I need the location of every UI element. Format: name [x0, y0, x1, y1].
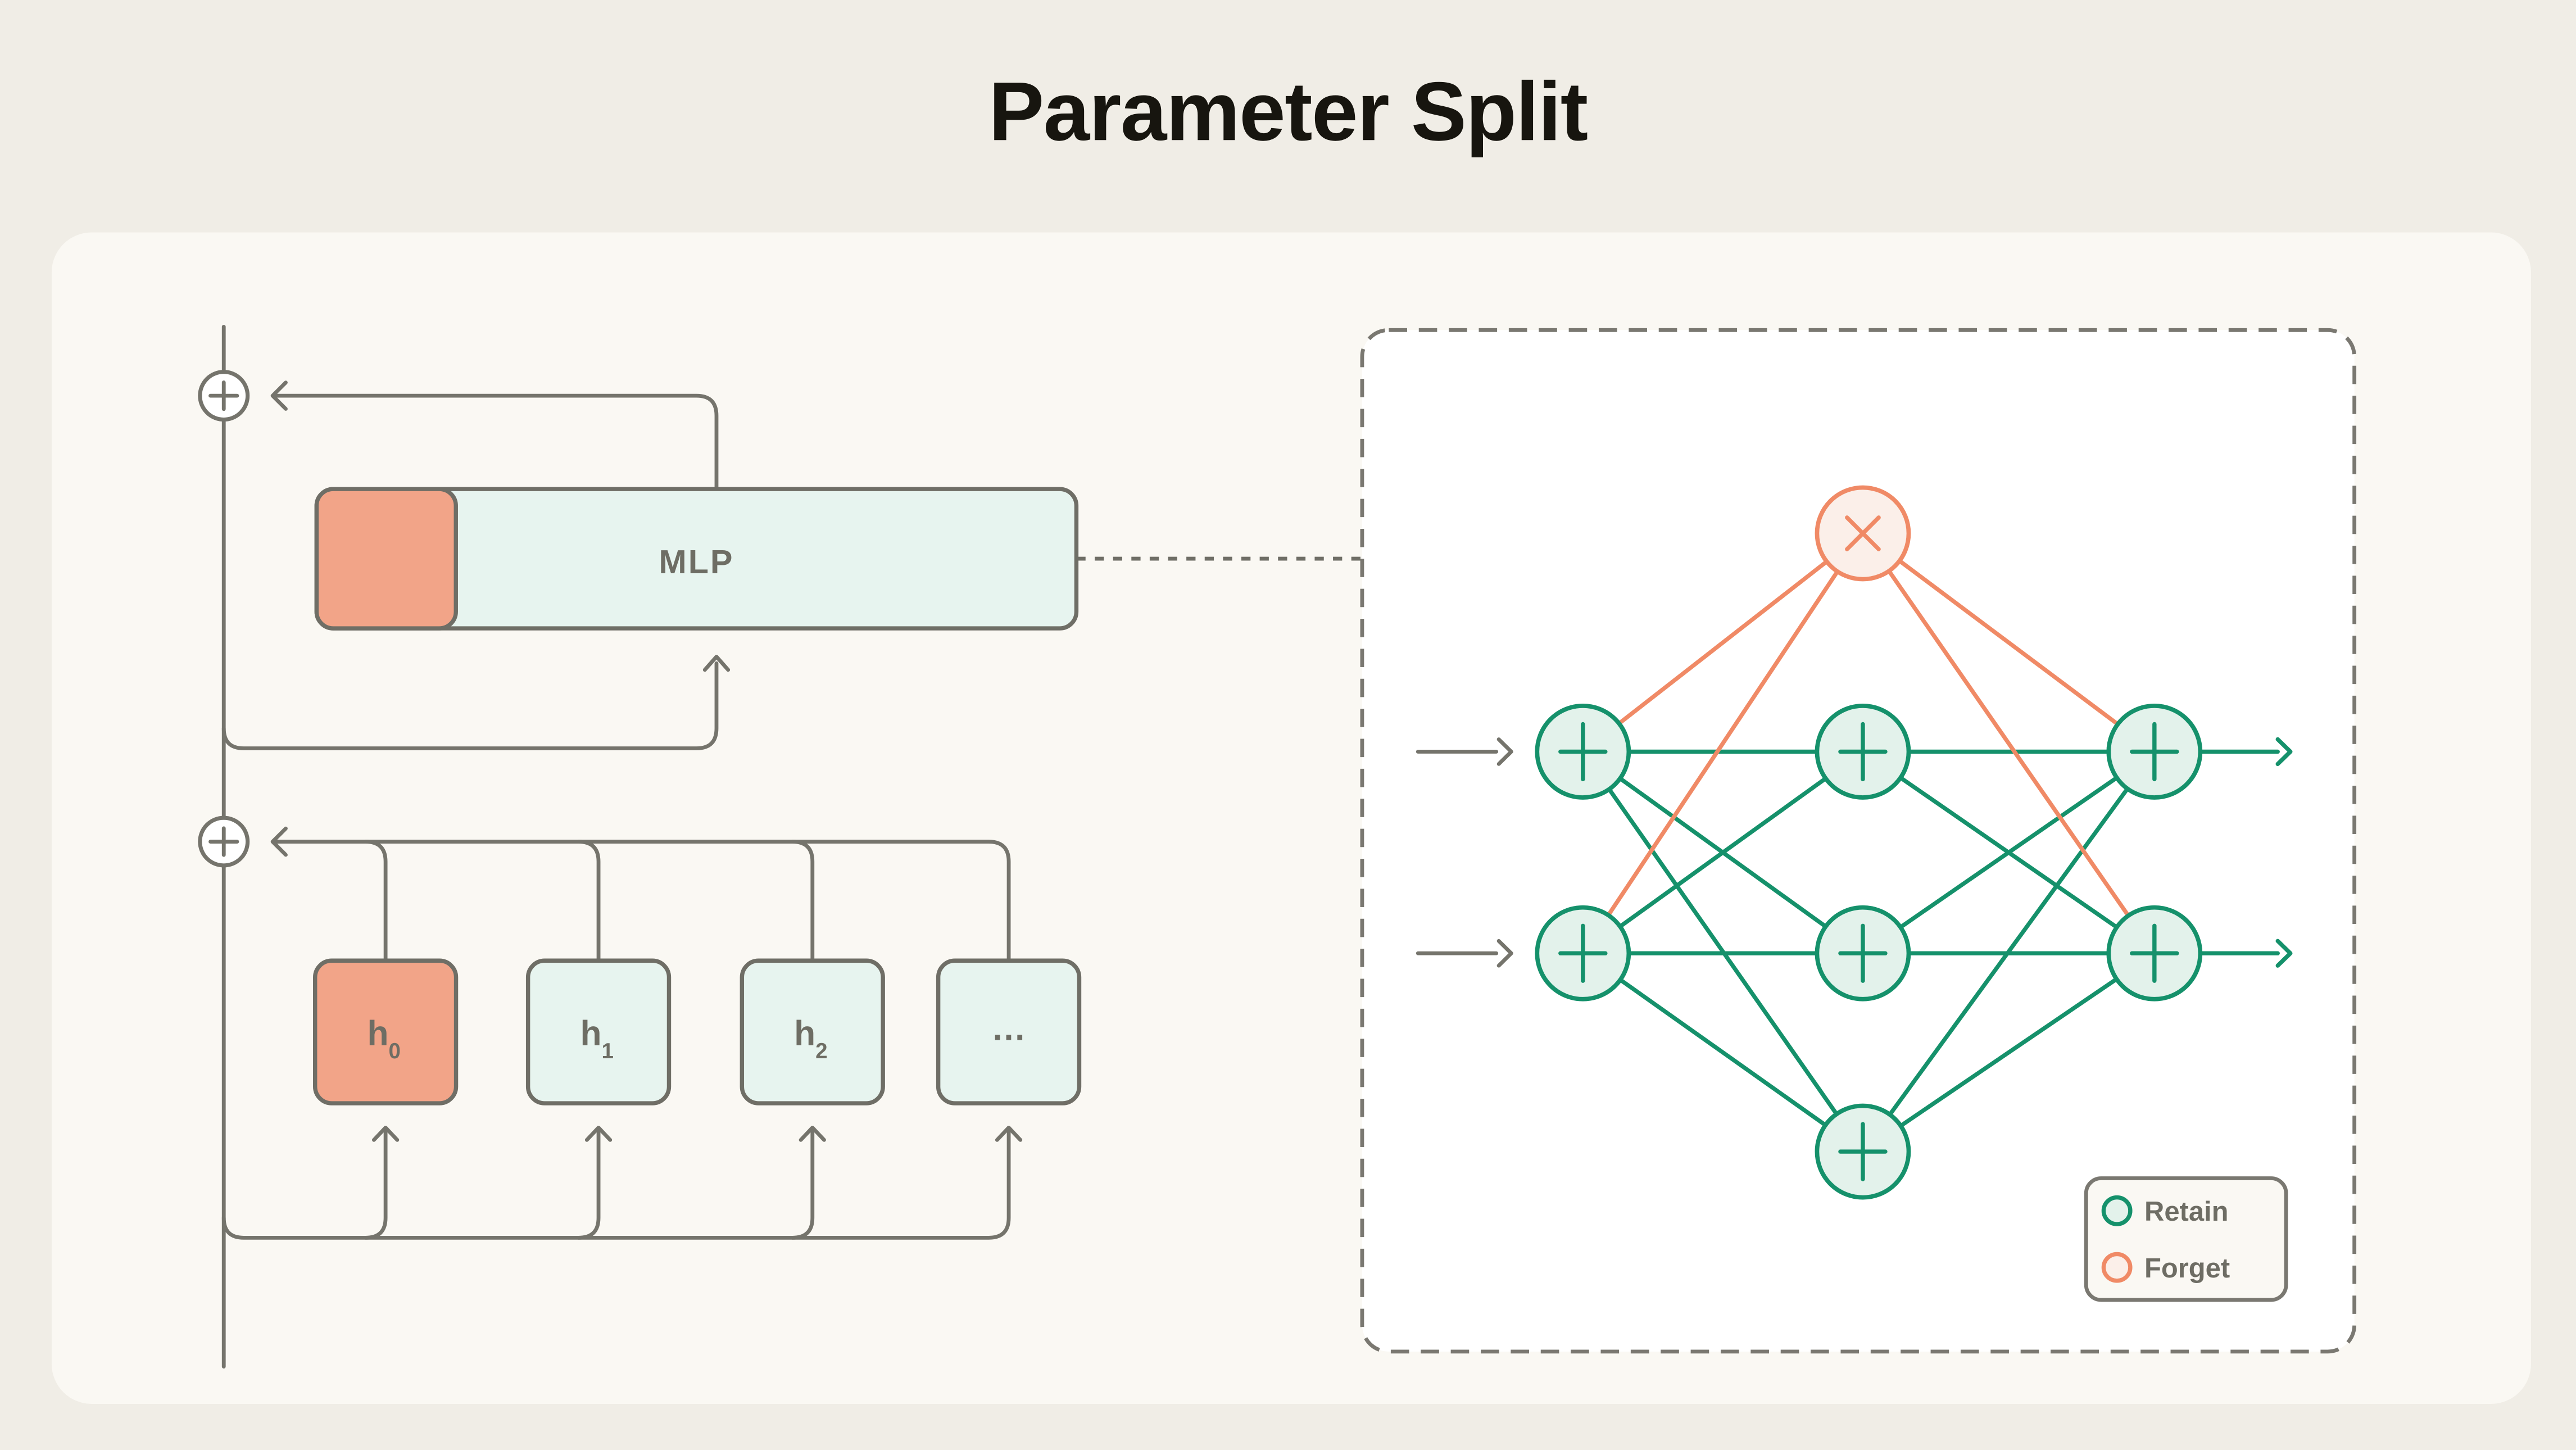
hidden-output-bus — [274, 840, 1011, 963]
hidden-input-branch — [790, 1130, 815, 1240]
plus-circle-icon — [198, 815, 250, 868]
h1-block — [525, 958, 672, 1105]
plus-icon — [2130, 923, 2179, 983]
mlp-block: MLP — [314, 487, 1079, 631]
retain-node — [1815, 704, 1911, 800]
hidden-input-bus — [221, 1130, 1011, 1240]
input-arrows — [1416, 737, 1513, 968]
arrow-up-icon — [995, 1125, 1023, 1142]
hidden-output-branch — [577, 840, 601, 963]
arrow-left-icon — [270, 826, 288, 857]
arrow-right-icon — [2275, 737, 2293, 767]
legend: Retain Forget — [2084, 1176, 2288, 1302]
arrow-right-icon — [1496, 939, 1513, 968]
multiply-icon — [1845, 515, 1881, 551]
retain-edges — [1581, 737, 2293, 1154]
retain-node — [1535, 905, 1631, 1002]
retain-node — [1815, 1103, 1911, 1200]
retain-nodes — [1535, 704, 2203, 1200]
hidden-input-branch — [364, 1130, 388, 1240]
hidden-state-blocks: h0 h1 h2 … — [312, 958, 1082, 1105]
forget-edges — [1581, 531, 2157, 955]
arrow-up-icon — [702, 655, 731, 672]
ellipsis-label: … — [991, 1009, 1026, 1048]
plus-icon — [1558, 923, 1608, 983]
h2-block — [740, 958, 885, 1105]
forget-node — [1815, 485, 1911, 582]
arrow-right-icon — [1496, 737, 1513, 766]
legend-box — [2084, 1176, 2288, 1302]
h0-label: h0 — [368, 1014, 401, 1063]
hidden-output-branch — [364, 840, 388, 963]
retain-node — [1815, 905, 1911, 1002]
ellipsis-block — [936, 958, 1082, 1105]
residual-stream-diagram: MLP h0 h1 h2 … — [198, 324, 1082, 1369]
retain-node — [2106, 905, 2203, 1002]
retain-node — [1535, 704, 1631, 800]
page-title: Parameter Split — [988, 65, 1588, 158]
forget-legend-label: Forget — [2144, 1253, 2230, 1284]
arrow-right-icon — [2275, 939, 2293, 968]
plus-circle-icon — [198, 370, 250, 422]
mlp-label: MLP — [659, 543, 734, 581]
arrow-up-icon — [371, 1125, 400, 1142]
retain-node — [2106, 704, 2203, 800]
plus-icon — [1558, 722, 1608, 782]
retain-legend-icon — [2101, 1195, 2133, 1226]
arrow-up-icon — [584, 1125, 613, 1142]
hidden-output-branch — [790, 840, 815, 963]
mlp-output-path — [274, 393, 719, 491]
plus-icon — [1838, 1122, 1888, 1181]
h1-label: h1 — [580, 1014, 613, 1063]
hidden-input-branch — [577, 1130, 601, 1240]
dashed-panel-border — [1360, 328, 2357, 1354]
network-detail-panel: Retain Forget — [1360, 328, 2357, 1354]
h2-label: h2 — [794, 1014, 827, 1063]
mlp-input-path — [221, 661, 719, 750]
plus-icon — [1838, 722, 1888, 782]
arrow-up-icon — [799, 1125, 826, 1142]
mlp-forget-segment — [314, 487, 458, 631]
plus-icon — [1838, 923, 1888, 983]
retain-legend-label: Retain — [2144, 1197, 2228, 1227]
h0-block — [312, 958, 459, 1105]
arrow-left-icon — [270, 380, 288, 411]
plus-icon — [2130, 722, 2179, 782]
forget-legend-icon — [2101, 1252, 2133, 1283]
